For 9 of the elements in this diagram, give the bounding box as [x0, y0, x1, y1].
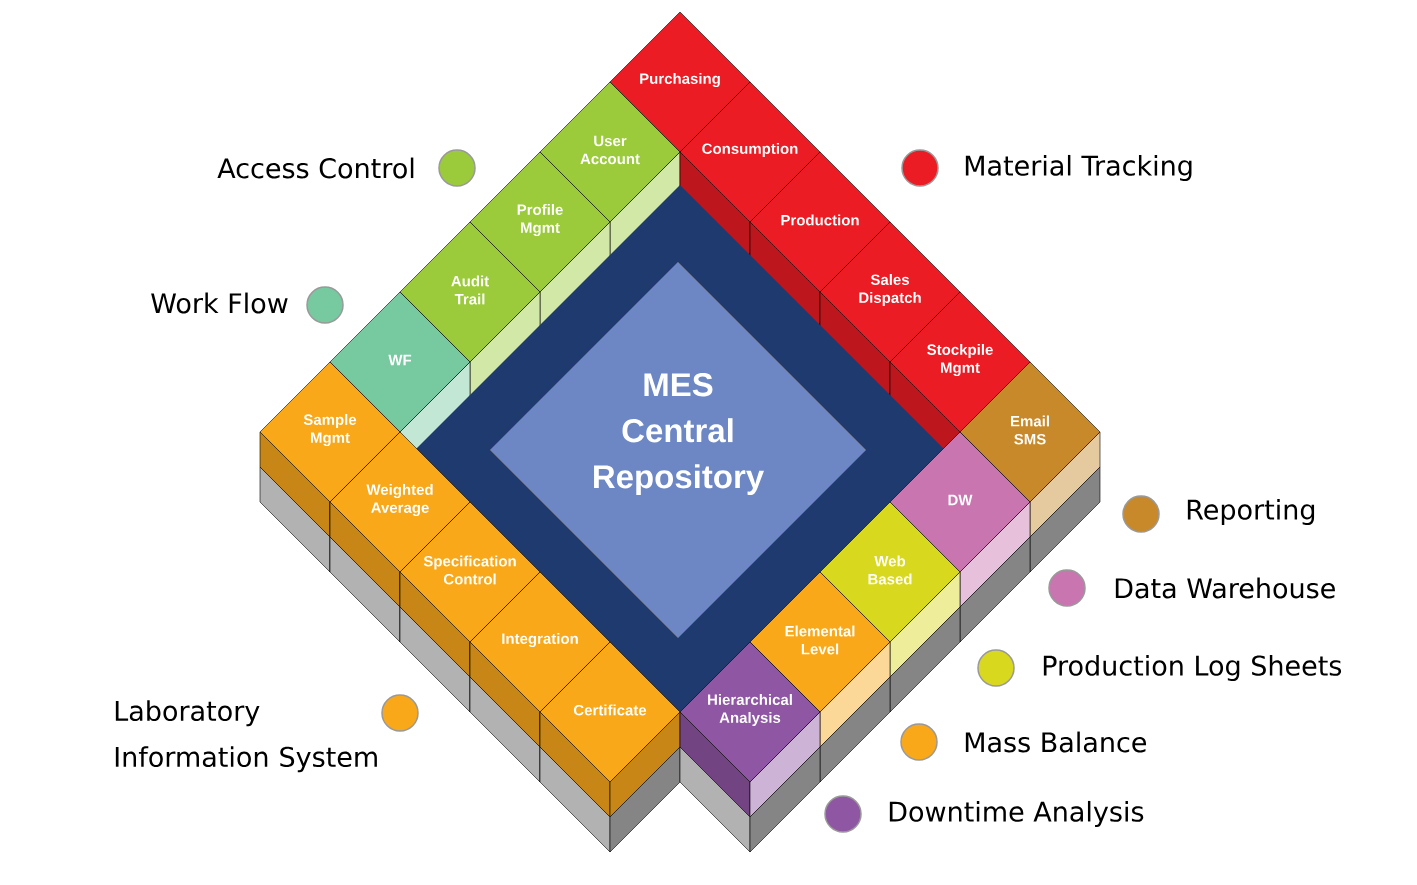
legend-label: Laboratory Information System [115, 700, 377, 773]
legend-label: Material Tracking [965, 154, 1192, 182]
legend-label: Mass Balance [965, 731, 1147, 753]
legend-label: Access Control [217, 157, 414, 179]
legend-label: Downtime Analysis [889, 800, 1144, 828]
legend-label: Data Warehouse [1115, 577, 1335, 599]
legend-label: Work Flow [151, 292, 288, 314]
legend-label: Reporting [1187, 498, 1315, 526]
legend-label: Production Log Sheets [1043, 654, 1342, 682]
